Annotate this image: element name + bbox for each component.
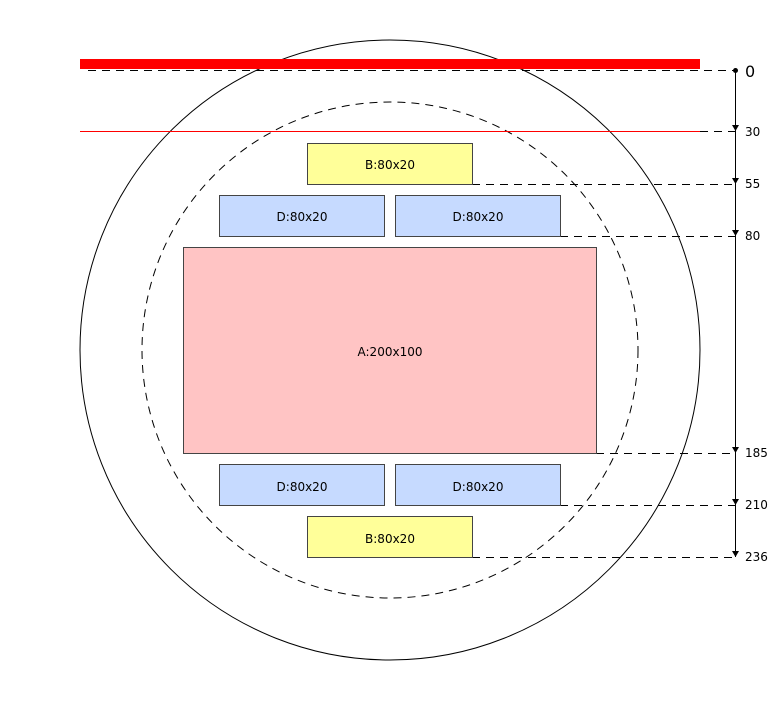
box-d-top-left: D:80x20 — [219, 195, 385, 237]
axis-arrow-236 — [732, 551, 739, 557]
box-a-center-rect — [183, 247, 597, 454]
box-d-bottom-left: D:80x20 — [219, 464, 385, 506]
box-d-top-right-label: D:80x20 — [453, 210, 504, 224]
box-b-bottom-label: B:80x20 — [365, 532, 415, 546]
axis-arrow-210 — [732, 499, 739, 505]
guide-lines — [88, 70, 735, 558]
box-b-top-label: B:80x20 — [365, 158, 415, 172]
box-d-top-right: D:80x20 — [395, 195, 561, 237]
axis-origin-dot — [733, 68, 738, 73]
axis-arrow-55 — [732, 178, 739, 184]
vertical-axis — [732, 68, 739, 557]
axis-tick-labels: 0 30 55 80 185 210 236 — [745, 62, 768, 564]
box-b-bottom-rect — [307, 516, 473, 558]
box-a-center: A:200x100 — [183, 247, 597, 454]
tick-label-210: 210 — [745, 498, 768, 512]
tick-label-0: 0 — [745, 62, 755, 81]
axis-arrow-185 — [732, 447, 739, 453]
box-a-center-label: A:200x100 — [358, 345, 423, 359]
box-d-bottom-right-label: D:80x20 — [453, 480, 504, 494]
box-b-bottom: B:80x20 — [307, 516, 473, 558]
tick-label-236: 236 — [745, 550, 768, 564]
box-d-top-left-label: D:80x20 — [277, 210, 328, 224]
tick-label-185: 185 — [745, 446, 768, 460]
box-b-top-rect — [307, 143, 473, 185]
tick-label-80: 80 — [745, 229, 760, 243]
box-d-top-right-rect — [395, 195, 561, 237]
tick-label-55: 55 — [745, 177, 760, 191]
axis-arrow-80 — [732, 230, 739, 236]
zero-reference-bar — [80, 59, 700, 69]
axis-arrow-30 — [732, 125, 739, 131]
box-d-bottom-right-rect — [395, 464, 561, 506]
box-d-bottom-left-label: D:80x20 — [277, 480, 328, 494]
box-b-top: B:80x20 — [307, 143, 473, 185]
box-d-bottom-right: D:80x20 — [395, 464, 561, 506]
box-d-top-left-rect — [219, 195, 385, 237]
tick-label-30: 30 — [745, 125, 760, 139]
box-d-bottom-left-rect — [219, 464, 385, 506]
outer-circle — [79, 39, 701, 661]
inner-dashed-circle — [141, 101, 639, 599]
